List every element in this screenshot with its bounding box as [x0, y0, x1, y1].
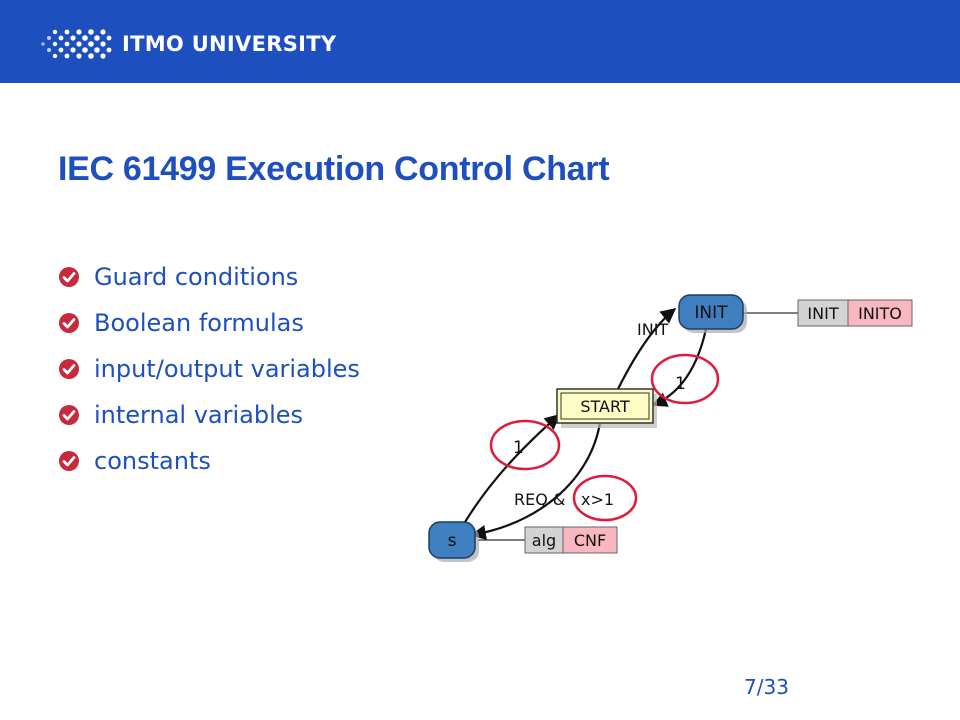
bullet-item: input/output variables	[58, 346, 360, 392]
bullet-text: Guard conditions	[94, 263, 299, 291]
brand-name: ITMO UNIVERSITY	[122, 32, 337, 56]
bullet-item: Guard conditions	[58, 254, 360, 300]
bullet-text: internal variables	[94, 401, 304, 429]
init-algorithm-box	[797, 299, 849, 327]
bullet-text: Boolean formulas	[94, 309, 304, 337]
itmo-logo: ITMO UNIVERSITY	[40, 26, 336, 62]
bullet-list: Guard conditions Boolean formulas input/…	[58, 254, 360, 484]
state-init	[678, 294, 744, 330]
bullet-text: input/output variables	[94, 355, 360, 383]
highlight-circle-s-to-start	[489, 419, 561, 471]
logo-dots-icon	[41, 29, 112, 59]
check-circle-icon	[59, 359, 79, 379]
init-algorithm-label: INIT	[807, 304, 838, 323]
state-start	[556, 388, 654, 424]
highlight-circle-init-to-start	[650, 353, 720, 405]
transition-label-one-lower: 1	[513, 438, 524, 458]
transition-start-to-init	[617, 308, 677, 390]
check-circle-icon	[59, 405, 79, 425]
check-circle-icon	[59, 267, 79, 287]
highlight-circle-guard	[572, 474, 638, 522]
state-s	[428, 521, 476, 559]
bullet-text: constants	[94, 447, 211, 475]
s-event-label: CNF	[574, 531, 606, 550]
bullet-item: constants	[58, 438, 360, 484]
transition-label-init: INIT	[637, 320, 668, 339]
bullet-item: Boolean formulas	[58, 300, 360, 346]
bullet-item: internal variables	[58, 392, 360, 438]
state-s-label: s	[448, 531, 457, 551]
transition-label-req: REQ &	[514, 490, 565, 509]
s-algorithm-label: alg	[532, 531, 556, 550]
transition-start-to-s	[470, 422, 602, 541]
state-init-label: INIT	[694, 303, 728, 323]
state-start-label: START	[580, 397, 630, 416]
s-algorithm-box	[524, 526, 564, 554]
ecc-diagram: INIT INIT INITO START s alg CNF INIT 1 1…	[428, 294, 913, 562]
transition-label-guard: x>1	[581, 490, 614, 509]
transition-init-to-start	[651, 328, 708, 407]
page-number: 7/33	[744, 675, 789, 699]
s-event-box	[562, 526, 618, 554]
slide-title: IEC 61499 Execution Control Chart	[58, 150, 610, 188]
init-event-label: INITO	[858, 304, 902, 323]
header-bar: ITMO UNIVERSITY	[0, 0, 960, 83]
check-circle-icon	[59, 451, 79, 471]
transition-label-one-upper: 1	[675, 374, 686, 394]
check-circle-icon	[59, 313, 79, 333]
init-event-box	[847, 299, 913, 327]
transition-s-to-start	[461, 413, 561, 528]
